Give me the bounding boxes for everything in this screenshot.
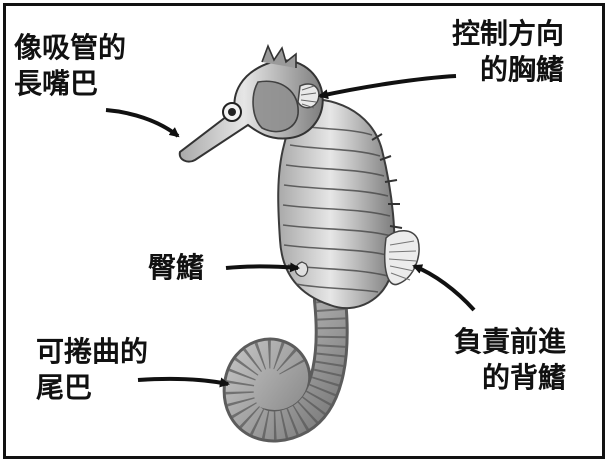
label-pectoral-fin: 控制方向 的胸鰭	[452, 16, 564, 88]
seahorse-tail	[240, 300, 332, 425]
arrow-snout	[106, 110, 178, 136]
label-tail-line-2: 尾巴	[36, 370, 148, 406]
label-dorsal-fin-line-2: 的背鰭	[454, 360, 566, 396]
label-tail: 可捲曲的 尾巴	[36, 334, 148, 406]
label-snout: 像吸管的 長嘴巴	[14, 30, 126, 102]
label-snout-line-2: 長嘴巴	[14, 66, 126, 102]
arrow-tail	[138, 379, 228, 384]
label-dorsal-fin: 負責前進 的背鰭	[454, 324, 566, 396]
label-pectoral-fin-line-1: 控制方向	[452, 16, 564, 52]
label-anal-fin: 臀鰭	[148, 250, 204, 286]
label-snout-line-1: 像吸管的	[14, 30, 126, 66]
label-tail-line-1: 可捲曲的	[36, 334, 148, 370]
arrow-pectoral-fin	[320, 76, 456, 96]
pectoral-fin	[298, 84, 319, 108]
label-pectoral-fin-line-2: 的胸鰭	[452, 52, 564, 88]
arrow-dorsal-fin	[414, 266, 474, 310]
label-dorsal-fin-line-1: 負責前進	[454, 324, 566, 360]
arrow-anal-fin	[226, 267, 298, 269]
label-anal-fin-line-1: 臀鰭	[148, 250, 204, 286]
dorsal-fin	[385, 231, 419, 285]
